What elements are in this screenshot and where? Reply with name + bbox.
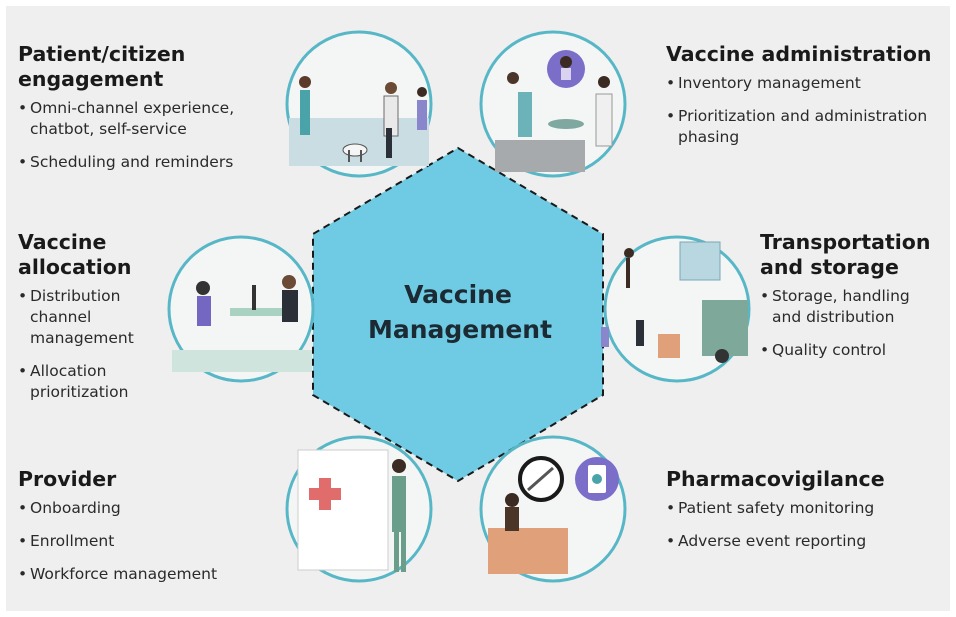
allocation-list: Distribution channel management Allocati…	[18, 286, 168, 403]
administration-item: Inventory management	[666, 73, 946, 94]
center-hexagon	[312, 146, 604, 483]
provider-list: Onboarding Enrollment Workforce manageme…	[18, 498, 288, 585]
transportation-list: Storage, handling and distribution Quali…	[760, 286, 940, 361]
section-provider: Provider Onboarding Enrollment Workforce…	[18, 467, 288, 597]
center-title-line1: Vaccine	[404, 280, 512, 309]
section-transportation: Transportation and storage Storage, hand…	[760, 230, 940, 373]
syringe-tablet-monitoring-illustration	[479, 435, 627, 583]
patient-doctor-illustration	[479, 30, 627, 178]
allocation-item: Distribution channel management	[18, 286, 168, 349]
engagement-title: Patient/citizen engagement	[18, 42, 186, 91]
allocation-item: Allocation prioritization	[18, 361, 168, 403]
transportation-title: Transportation and storage	[760, 230, 931, 279]
provider-item: Onboarding	[18, 498, 288, 519]
office-meeting-illustration	[167, 235, 315, 383]
provider-title: Provider	[18, 467, 117, 491]
section-allocation: Vaccine allocation Distribution channel …	[18, 230, 168, 415]
section-pharmacovigilance: Pharmacovigilance Patient safety monitor…	[666, 467, 946, 564]
pharmacovigilance-item: Adverse event reporting	[666, 531, 946, 552]
provider-item: Enrollment	[18, 531, 288, 552]
warehouse-truck-illustration	[601, 235, 751, 383]
nurse-medical-sign-illustration	[285, 435, 433, 583]
engagement-list: Omni-channel experience, chatbot, self-s…	[18, 98, 288, 173]
engagement-item: Scheduling and reminders	[18, 152, 288, 173]
engagement-item: Omni-channel experience, chatbot, self-s…	[18, 98, 288, 140]
administration-item: Prioritization and administration phasin…	[666, 106, 946, 148]
center-title: Vaccine Management	[368, 277, 553, 347]
section-administration: Vaccine administration Inventory managem…	[666, 42, 946, 160]
provider-item: Workforce management	[18, 564, 288, 585]
people-with-dog-illustration	[285, 30, 433, 178]
allocation-title: Vaccine allocation	[18, 230, 132, 279]
administration-list: Inventory management Prioritization and …	[666, 73, 946, 148]
section-engagement: Patient/citizen engagement Omni-channel …	[18, 42, 288, 185]
administration-title: Vaccine administration	[666, 42, 932, 66]
transportation-item: Quality control	[760, 340, 940, 361]
pharmacovigilance-list: Patient safety monitoring Adverse event …	[666, 498, 946, 552]
center-title-line2: Management	[368, 315, 553, 344]
pharmacovigilance-title: Pharmacovigilance	[666, 467, 885, 491]
pharmacovigilance-item: Patient safety monitoring	[666, 498, 946, 519]
transportation-item: Storage, handling and distribution	[760, 286, 940, 328]
